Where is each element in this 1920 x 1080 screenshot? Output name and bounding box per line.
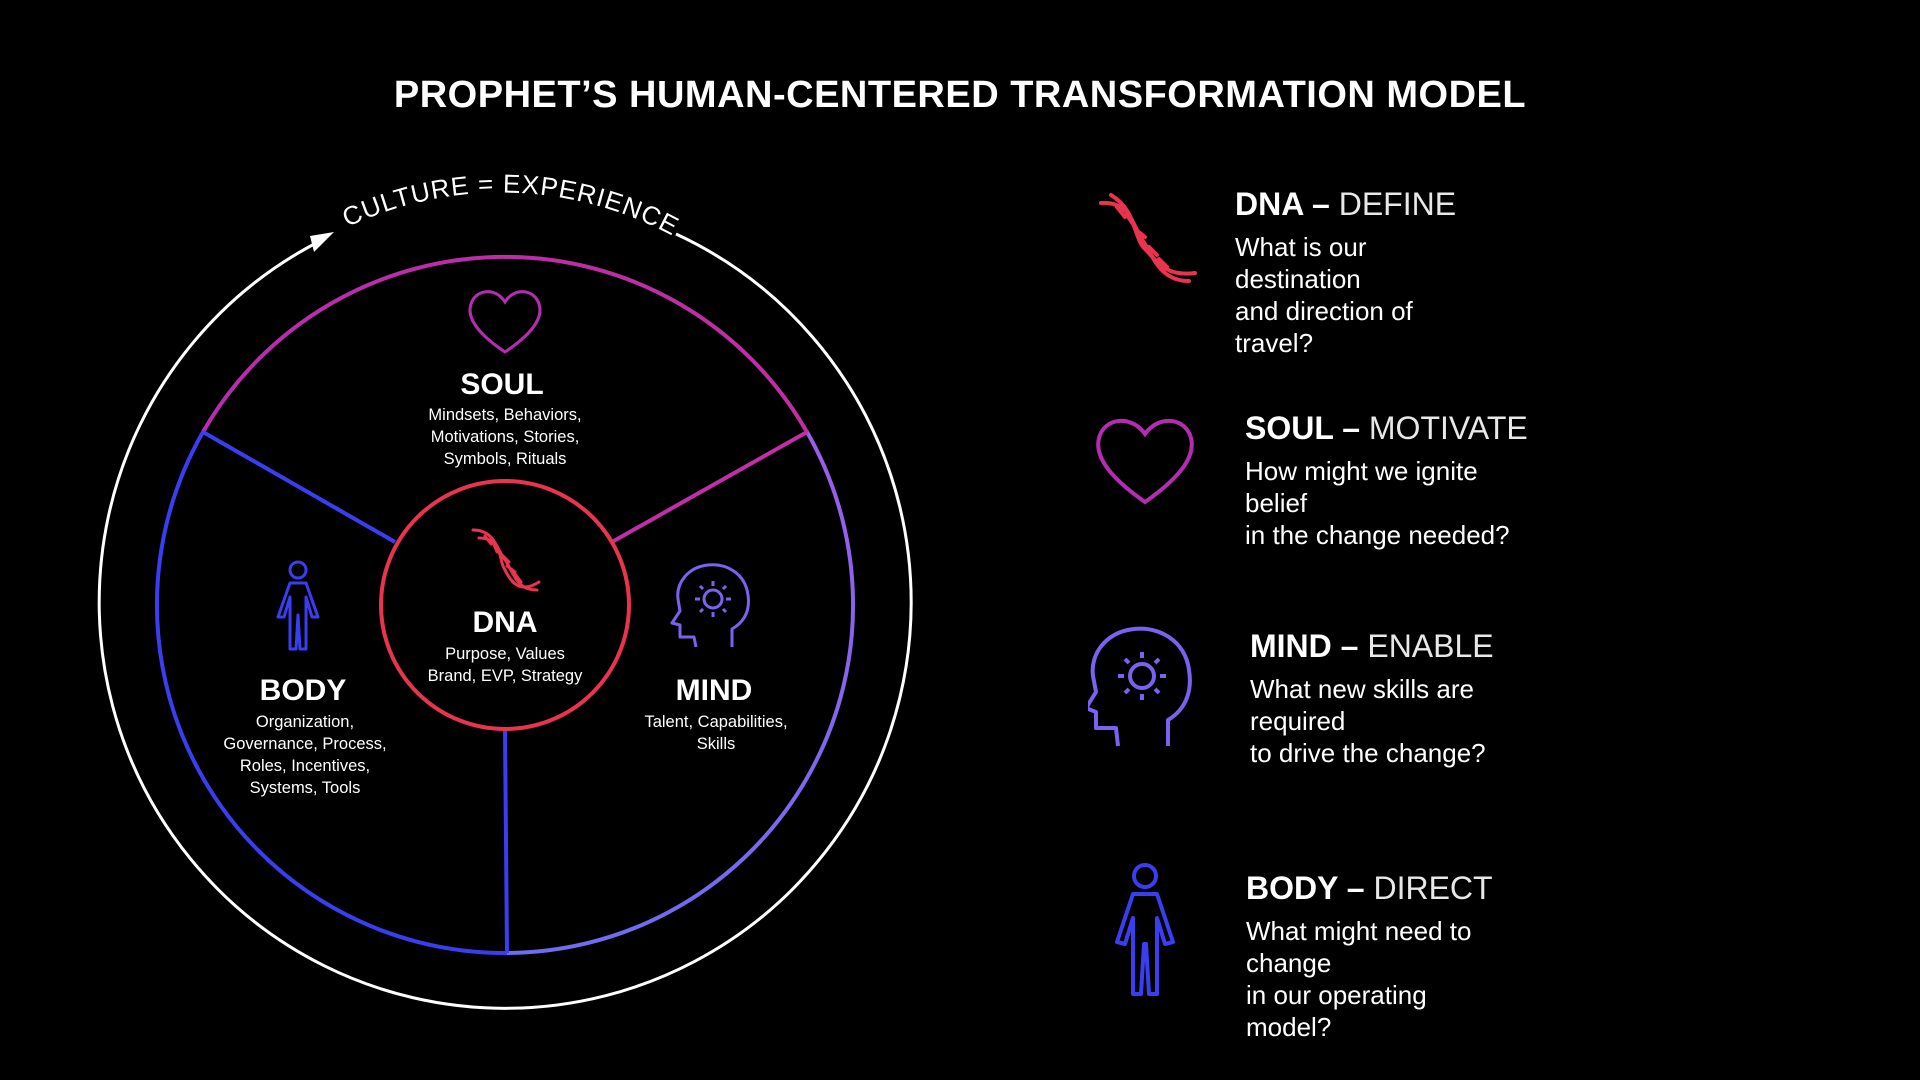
body-item-dash: – bbox=[1337, 870, 1374, 906]
heart-icon bbox=[468, 290, 542, 354]
spoke-body-mind bbox=[503, 729, 509, 954]
spoke-soul-mind bbox=[611, 430, 808, 544]
soul-desc-1: Mindsets, Behaviors, bbox=[428, 406, 581, 424]
mind-item-text: MIND – ENABLE What new skills are requir… bbox=[1250, 628, 1494, 769]
body-item-verb: DIRECT bbox=[1373, 870, 1493, 906]
mind-item-question: What new skills are required to drive th… bbox=[1250, 673, 1494, 769]
soul-item-verb: MOTIVATE bbox=[1368, 410, 1528, 446]
soul-item-text: SOUL – MOTIVATE How might we ignite beli… bbox=[1245, 410, 1528, 551]
mind-question-line-1: What new skills are required bbox=[1250, 674, 1474, 736]
body-desc-4: Systems, Tools bbox=[250, 779, 361, 797]
spoke-soul-body bbox=[202, 430, 396, 544]
soul-question-line-2: in the change needed? bbox=[1245, 520, 1510, 550]
body-desc-3: Roles, Incentives, bbox=[240, 757, 370, 775]
page-title: PROPHET’S HUMAN-CENTERED TRANSFORMATION … bbox=[393, 74, 1527, 116]
soul-item-dash: – bbox=[1333, 410, 1369, 446]
mind-arc bbox=[506, 431, 856, 955]
soul-question-line-1: How might we ignite belief bbox=[1245, 456, 1478, 518]
dna-question-line-2: and direction of travel? bbox=[1235, 296, 1413, 358]
dna-item-name: DNA bbox=[1235, 186, 1304, 222]
dna-question-line-1: What is our destination bbox=[1235, 232, 1367, 294]
person-icon bbox=[1115, 863, 1175, 996]
dna-desc-2: Brand, EVP, Strategy bbox=[428, 667, 583, 685]
head-icon bbox=[670, 563, 750, 648]
dna-title: DNA bbox=[473, 606, 538, 639]
body-desc-1: Organization, bbox=[256, 713, 354, 731]
dna-item-text: DNA – DEFINE What is our destination and… bbox=[1235, 186, 1456, 359]
soul-desc-3: Symbols, Rituals bbox=[444, 450, 567, 468]
body-question-line-2: in our operating model? bbox=[1246, 980, 1427, 1042]
soul-item-heading: SOUL – MOTIVATE bbox=[1245, 410, 1528, 447]
dna-icon bbox=[471, 528, 541, 592]
soul-title: SOUL bbox=[460, 368, 543, 401]
mind-item-name: MIND bbox=[1250, 628, 1332, 664]
body-arc bbox=[154, 431, 508, 956]
mind-desc-1: Talent, Capabilities, bbox=[644, 713, 787, 731]
body-question-line-1: What might need to change bbox=[1246, 916, 1472, 978]
soul-desc-2: Motivations, Stories, bbox=[431, 428, 580, 446]
dna-icon bbox=[1099, 193, 1197, 283]
dna-item-dash: – bbox=[1303, 186, 1339, 222]
dna-core-circle bbox=[379, 479, 631, 731]
body-item-question: What might need to change in our operati… bbox=[1246, 915, 1493, 1043]
mind-question-line-2: to drive the change? bbox=[1250, 738, 1486, 768]
mind-item-heading: MIND – ENABLE bbox=[1250, 628, 1494, 665]
dna-item-question: What is our destination and direction of… bbox=[1235, 231, 1456, 359]
soul-item-name: SOUL bbox=[1245, 410, 1334, 446]
mind-item-verb: ENABLE bbox=[1367, 628, 1494, 664]
soul-arc bbox=[201, 254, 809, 433]
body-desc-2: Governance, Process, bbox=[223, 735, 386, 753]
body-item-heading: BODY – DIRECT bbox=[1246, 870, 1493, 907]
mind-title: MIND bbox=[676, 674, 753, 707]
dna-item-verb: DEFINE bbox=[1338, 186, 1457, 222]
dna-desc-1: Purpose, Values bbox=[445, 645, 565, 663]
body-item-text: BODY – DIRECT What might need to change … bbox=[1246, 870, 1493, 1043]
mind-item-dash: – bbox=[1331, 628, 1368, 664]
body-title: BODY bbox=[260, 674, 347, 707]
mind-desc-2: Skills bbox=[697, 735, 736, 753]
outer-ring bbox=[97, 232, 913, 1010]
body-item-name: BODY bbox=[1246, 870, 1338, 906]
dna-item-heading: DNA – DEFINE bbox=[1235, 186, 1456, 223]
ring-arrow-icon bbox=[310, 232, 334, 252]
culture-label: CULTURE = EXPERIENCE bbox=[338, 169, 685, 242]
soul-item-question: How might we ignite belief in the change… bbox=[1245, 455, 1528, 551]
person-icon bbox=[276, 560, 320, 651]
heart-icon bbox=[1096, 418, 1194, 505]
head-icon bbox=[1088, 626, 1192, 747]
